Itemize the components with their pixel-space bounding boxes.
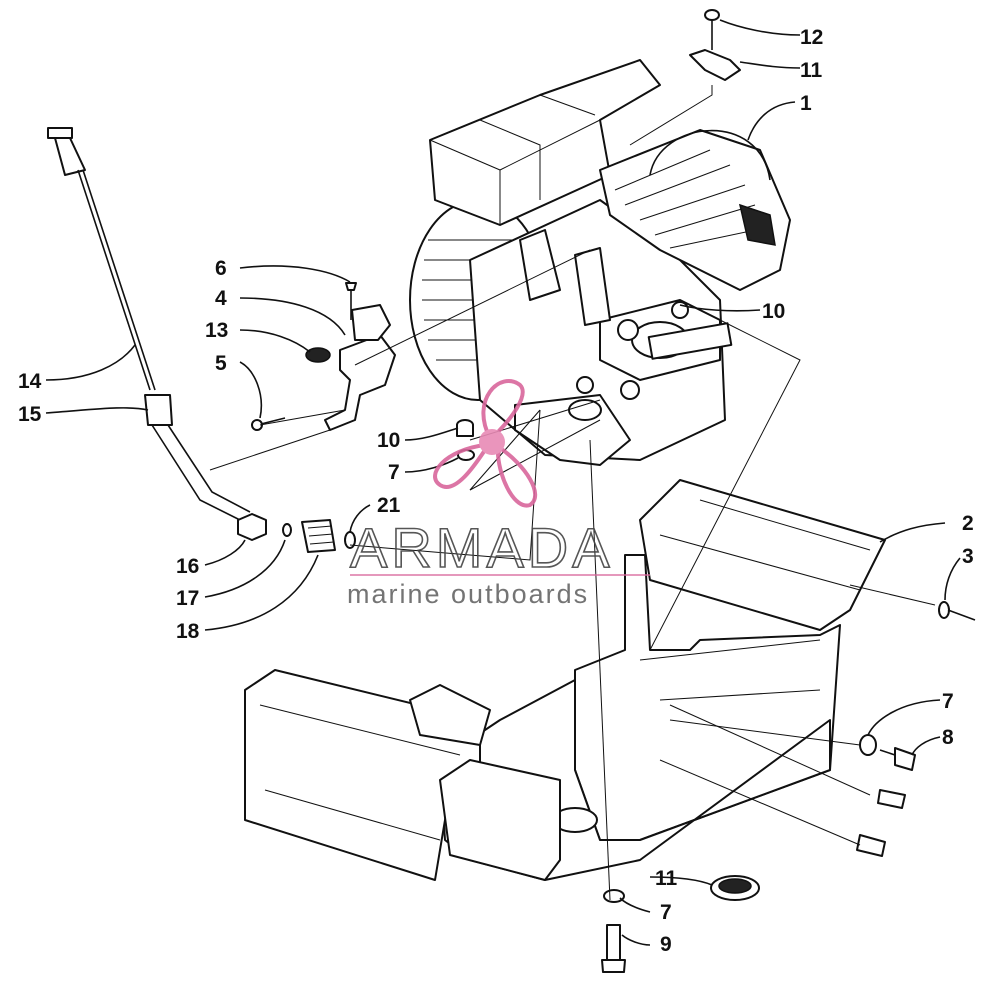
part-17-fill-tube (144, 394, 251, 525)
propeller-logo-icon (433, 379, 538, 508)
callout-15: 13 (205, 319, 228, 342)
part-7-washer-bottom (603, 889, 625, 903)
part-18-nut (237, 513, 267, 541)
callout-13: 11 (800, 59, 823, 82)
part-4-bracket (324, 304, 396, 431)
callout-6: 6 (215, 257, 227, 280)
callout-12: 10 (762, 300, 785, 323)
callout-7-upper: 7 (388, 461, 400, 484)
callout-7-bottom: 7 (660, 901, 672, 924)
part-15-grommet (305, 347, 331, 363)
part-6-screw (345, 282, 357, 320)
part-10-spacer (456, 419, 474, 437)
chassis-pan (244, 479, 886, 881)
callout-3: 3 (962, 545, 974, 568)
callout-16: 14 (18, 370, 42, 393)
part-20-fitting (301, 519, 336, 553)
armada-watermark: ARMADA marine outboards (347, 379, 650, 609)
callout-9: 9 (660, 933, 672, 956)
callout-21: 21 (377, 494, 401, 517)
part-7-washer-right (859, 734, 877, 756)
callout-14: 12 (800, 26, 823, 49)
callout-17: 15 (18, 403, 42, 426)
part-11-plug (710, 875, 760, 901)
watermark-tagline: marine outboards (347, 579, 589, 609)
callout-1: 1 (800, 92, 812, 115)
callout-10: 10 (377, 429, 400, 452)
callout-19: 17 (176, 587, 199, 610)
callout-7-right: 7 (942, 690, 954, 713)
part-8-bolt (879, 747, 916, 771)
callout-11: 11 (655, 867, 678, 890)
callout-8: 8 (942, 726, 954, 749)
part-19-washer (282, 523, 292, 537)
chassis-bolts (856, 789, 906, 857)
callout-18: 16 (176, 555, 199, 578)
engine-assembly (409, 59, 791, 466)
callout-20: 18 (176, 620, 200, 643)
leader-lines (45, 19, 961, 946)
part-3-rivet (938, 601, 976, 621)
callout-labels: 12 11 1 6 4 10 13 5 14 15 10 7 21 2 3 16… (18, 26, 974, 956)
part-13-clamp (689, 49, 741, 81)
callout-5: 5 (215, 352, 227, 375)
part-16-dipstick (47, 127, 156, 391)
callout-2: 2 (962, 512, 974, 535)
part-9-bolt (601, 924, 626, 973)
part-14-screw (704, 9, 720, 50)
callout-4: 4 (215, 287, 227, 310)
watermark-brand: ARMADA (350, 516, 614, 579)
